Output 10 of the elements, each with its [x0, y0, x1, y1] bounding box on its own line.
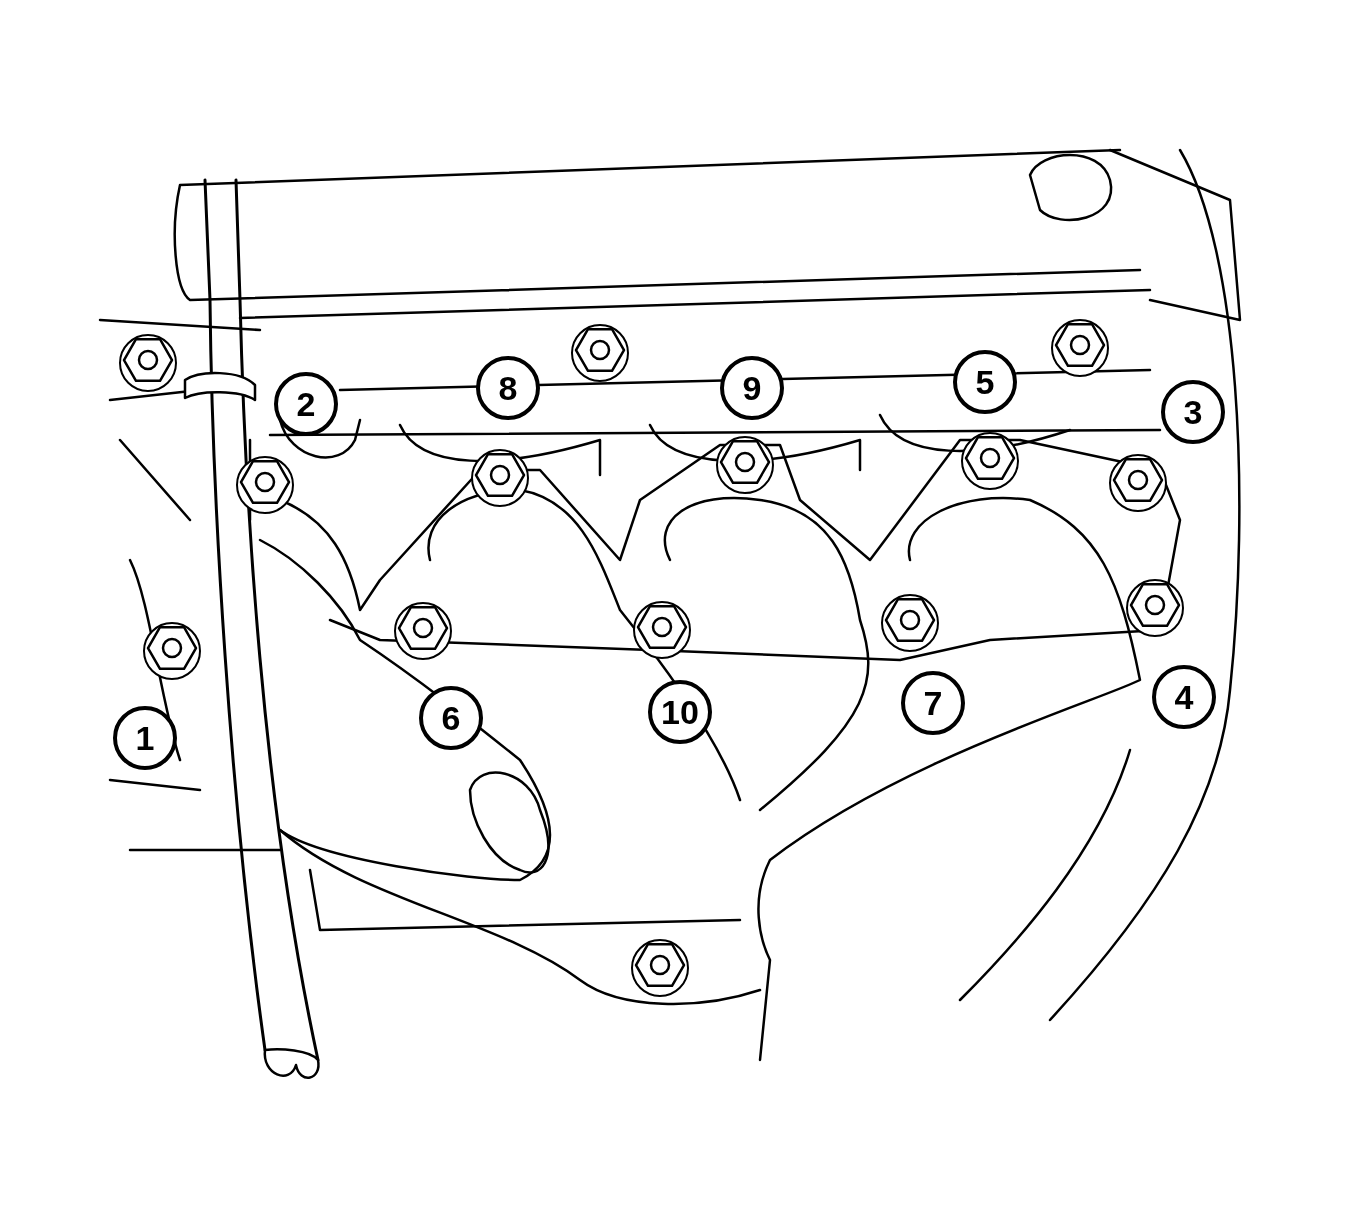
callout-number: 6 — [441, 701, 461, 735]
callout-number: 5 — [975, 365, 995, 399]
callout-number: 9 — [742, 371, 762, 405]
callout-number: 1 — [135, 721, 155, 755]
callout-number: 2 — [296, 387, 316, 421]
callout-number: 4 — [1174, 680, 1194, 714]
callout-number: 7 — [923, 686, 943, 720]
callout-number: 3 — [1183, 395, 1203, 429]
callout-number: 8 — [498, 371, 518, 405]
callout-number: 10 — [661, 695, 699, 729]
